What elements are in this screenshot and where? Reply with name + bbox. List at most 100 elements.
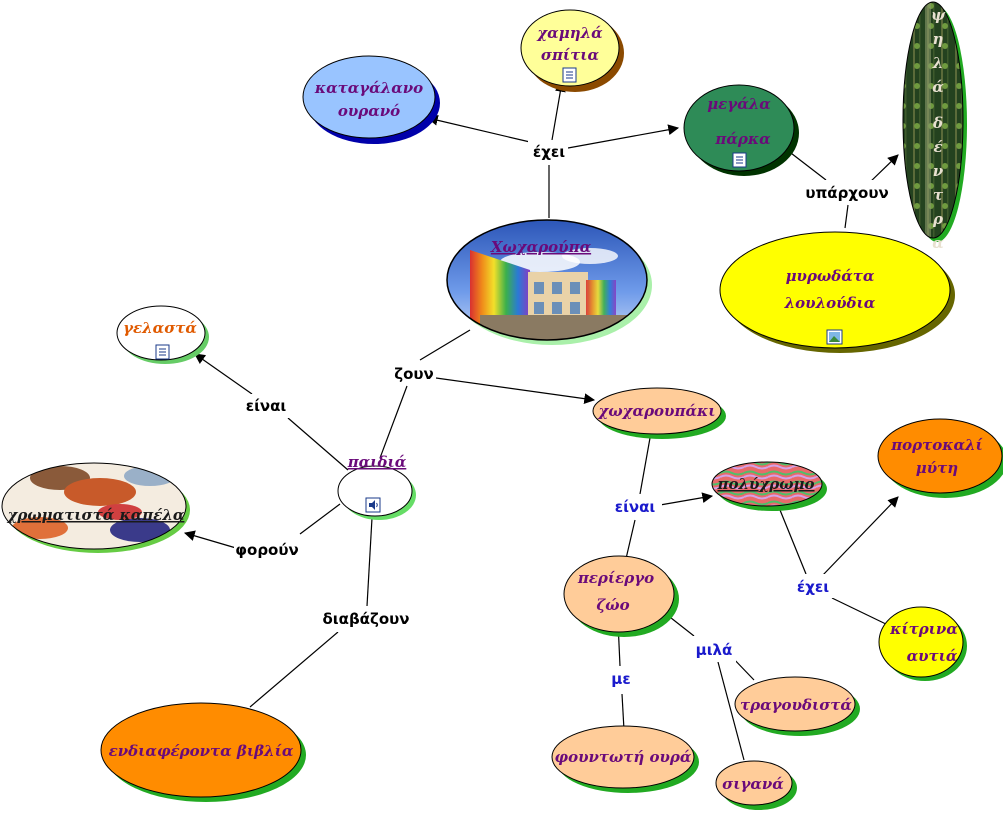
node-label-line2: μύτη (916, 459, 958, 477)
node-body (734, 676, 856, 732)
node-label: σιγανά (722, 775, 784, 793)
link-flowers-to-exist (844, 204, 849, 229)
node-label: Χωχαρούπα (490, 238, 592, 256)
node-chocharoupa[interactable]: Χωχαρούπα (446, 219, 652, 345)
node-body (719, 231, 951, 349)
node-label-line2: πάρκα (714, 130, 771, 148)
node-fragrant-flowers[interactable]: μυρωδάτα λουλούδια (719, 231, 955, 353)
node-body (337, 465, 413, 517)
node-body (711, 461, 823, 507)
link-multicolored-to-has (779, 509, 807, 575)
node-label-line2: σπίτια (541, 46, 600, 64)
node-fluffy-tail[interactable]: φουντωτή ουρά (551, 725, 699, 793)
node-body (116, 305, 206, 361)
speaker-icon[interactable] (365, 497, 381, 513)
node-label: ενδιαφέροντα βιβλία (109, 742, 294, 760)
label-has-top: έχει (533, 143, 565, 161)
node-body (715, 760, 793, 806)
node-label-line1: καταγάλανο (314, 79, 423, 97)
label-speaks: μιλά (696, 641, 733, 659)
node-label-line2: ουρανό (338, 102, 400, 120)
link-chocharoupaki-to-are (639, 437, 651, 495)
node-quietly[interactable]: σιγανά (715, 760, 797, 810)
connectors (183, 80, 899, 761)
link-speaks-to-quietly (717, 661, 745, 761)
node-interesting-books[interactable]: ενδιαφέροντα βιβλία (100, 702, 306, 802)
link-children-to-read (366, 517, 373, 607)
node-big-parks[interactable]: μεγάλα πάρκα (683, 84, 799, 176)
link-has-to-parks (567, 124, 680, 149)
node-label-line1: μεγάλα (707, 95, 771, 113)
node-border (902, 1, 964, 239)
label-live: ζουν (394, 365, 434, 383)
node-label-line1: πορτοκαλί (890, 436, 983, 454)
node-border (1, 462, 187, 550)
link-exist-to-trees (867, 154, 899, 185)
node-body (520, 9, 620, 87)
node-curious-animal[interactable]: περίεργο ζώο (563, 555, 679, 637)
node-singing[interactable]: τραγουδιστά (734, 676, 860, 736)
label-are-right: είναι (615, 498, 656, 516)
link-live-to-chocharoupaki (435, 377, 596, 405)
node-chocharoupaki[interactable]: χωχαρουπάκι (592, 387, 726, 439)
node-orange-nose[interactable]: πορτοκαλί μύτη (877, 418, 1003, 498)
node-label-line2: αυτιά (907, 647, 958, 665)
node-border (446, 219, 648, 341)
label-read: διαβάζουν (322, 610, 409, 628)
node-body (877, 418, 1003, 494)
node-label: χωχαρουπάκι (598, 402, 716, 420)
link-read-to-books (249, 631, 339, 708)
link-center-to-live (419, 329, 471, 361)
link-live-to-children (379, 385, 408, 459)
link-parks-to-exist (786, 149, 827, 181)
label-with: με (611, 670, 630, 688)
node-body (592, 387, 722, 435)
link-with-to-tail (621, 693, 625, 731)
node-body (100, 702, 302, 798)
node-slanted-sky[interactable]: καταγάλανο ουρανό (302, 55, 440, 144)
link-has-to-houses (551, 80, 566, 141)
node-label: χρωματιστά καπέλα (7, 506, 185, 524)
document-icon[interactable] (732, 152, 747, 168)
link-has-to-nose (821, 496, 899, 577)
node-label-line2: λουλούδια (784, 294, 876, 312)
node-label-line2: ζώο (596, 596, 629, 614)
link-has-to-sky (426, 114, 531, 143)
node-label: τραγουδιστά (740, 696, 852, 714)
node-body (551, 725, 695, 789)
node-label-line1: μυρωδάτα (786, 267, 875, 285)
document-icon[interactable] (155, 344, 170, 360)
node-multicolored[interactable]: πολύχρωμο (711, 461, 827, 511)
forest-image (903, 2, 963, 238)
link-are-to-multicolored (659, 492, 714, 506)
label-exist: υπάρχουν (805, 184, 888, 202)
node-low-houses[interactable]: χαμηλά σπίτια (520, 9, 624, 92)
node-label: παιδιά (347, 453, 407, 471)
node-label: πολύχρωμο (716, 475, 814, 493)
node-body (683, 84, 795, 172)
node-colorful-hats[interactable]: χρωματιστά καπέλα (1, 462, 190, 553)
node-label: γελαστά (123, 319, 197, 337)
link-labels: έχει υπάρχουν ζουν είναι φορούν διαβάζου… (234, 140, 889, 692)
label-has-right: έχει (797, 578, 829, 596)
link-children-to-wear (299, 503, 341, 535)
node-children[interactable]: παιδιά (337, 453, 416, 520)
node-body (878, 606, 964, 678)
node-body (563, 555, 675, 633)
label-are-left: είναι (246, 397, 287, 415)
node-funny[interactable]: γελαστά (116, 305, 209, 364)
link-wear-to-hats (183, 530, 237, 549)
link-has-to-ears (831, 597, 891, 627)
node-body (302, 55, 436, 139)
link-children-to-are (287, 417, 349, 471)
image-icon[interactable] (826, 329, 843, 345)
link-are-to-funny (194, 353, 253, 395)
node-label-line1: χαμηλά (536, 24, 603, 42)
document-icon[interactable] (562, 67, 577, 83)
node-yellow-ears[interactable]: κίτρινα αυτιά (878, 606, 967, 681)
node-label-line1: κίτρινα (889, 620, 958, 638)
